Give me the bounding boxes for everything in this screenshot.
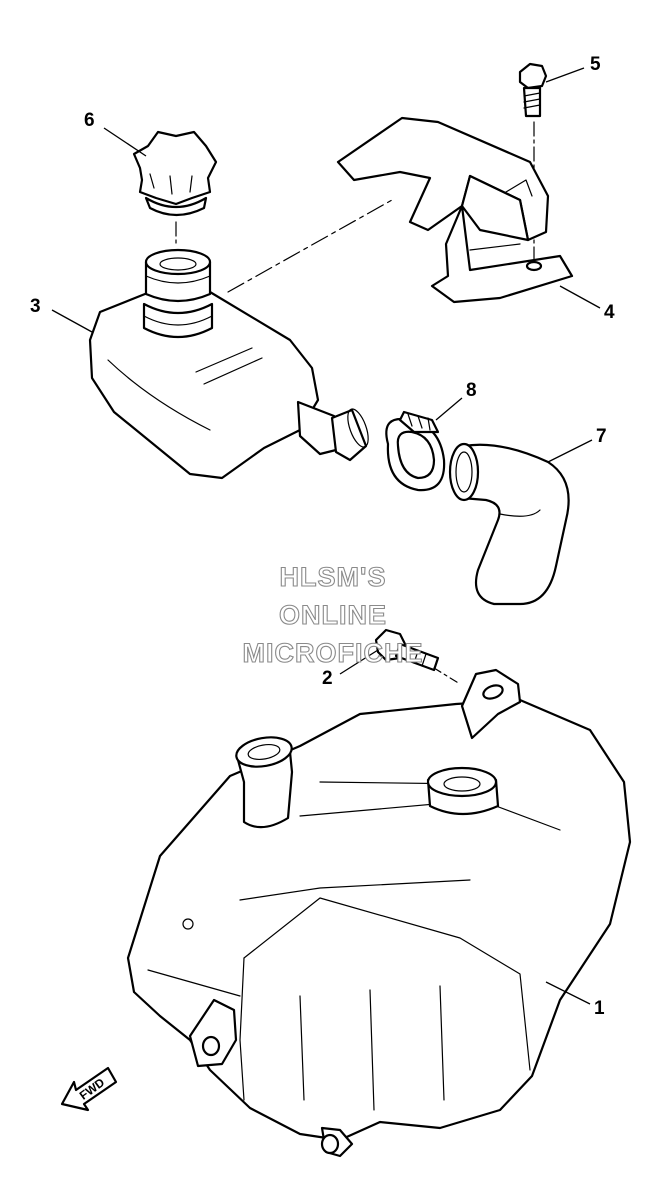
oil-reservoir-3 <box>88 248 369 480</box>
cap-6 <box>132 130 218 217</box>
watermark-line-3: MICROFICHE <box>243 638 424 668</box>
callout-hose: 7 <box>596 426 607 447</box>
watermark: HLSM'S ONLINE MICROFICHE <box>242 561 424 668</box>
bolt-5 <box>518 62 548 118</box>
bolt-2 <box>374 628 440 672</box>
watermark-line-1: HLSM'S <box>280 562 387 592</box>
fwd-arrow-icon: FWD <box>60 1066 118 1112</box>
callout-bracket: 4 <box>604 302 615 323</box>
callout-cap: 6 <box>84 110 95 131</box>
callout-bolt-2: 2 <box>322 668 333 689</box>
watermark-line-2: ONLINE <box>279 600 387 630</box>
fuel-tank-1 <box>126 668 632 1158</box>
callout-tank: 1 <box>594 998 605 1019</box>
callout-bolt-5: 5 <box>590 54 601 75</box>
hose-7 <box>448 442 570 606</box>
callout-reservoir: 3 <box>30 296 41 317</box>
clamp-8 <box>385 410 446 492</box>
bracket-4 <box>336 116 574 304</box>
callout-clamp: 8 <box>466 380 477 401</box>
leader-lines <box>51 67 601 1005</box>
